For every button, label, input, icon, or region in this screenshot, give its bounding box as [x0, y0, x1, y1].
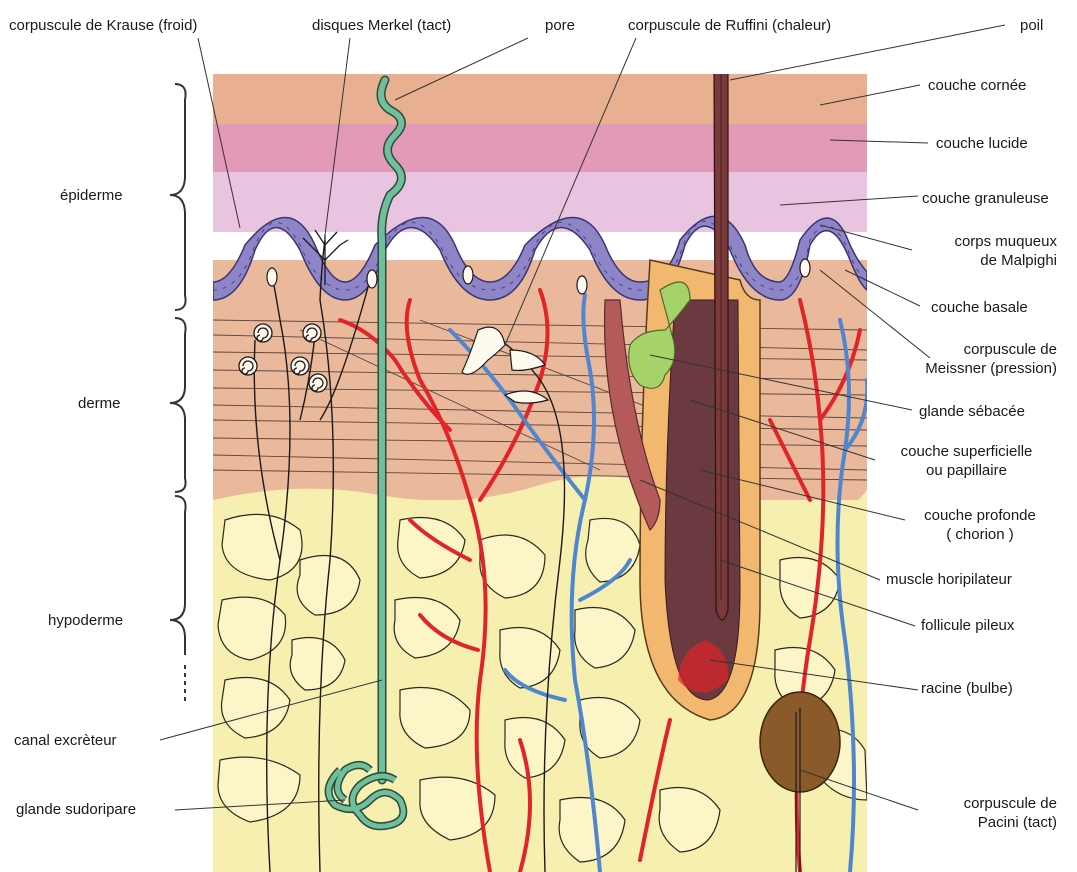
label-couche-basale: couche basale: [931, 298, 1028, 317]
label-canal-excreteur: canal excrèteur: [14, 731, 117, 750]
label-couche-profonde: couche profonde ( chorion ): [903, 506, 1057, 544]
stratum-corneum: [213, 74, 867, 124]
label-racine: racine (bulbe): [921, 679, 1013, 698]
label-merkel: disques Merkel (tact): [312, 16, 451, 35]
label-pore: pore: [545, 16, 575, 35]
label-couche-superficielle-line1: couche superficielle: [876, 442, 1057, 461]
label-couche-superficielle-line2: ou papillaire: [876, 461, 1057, 480]
label-glande-sudoripare: glande sudoripare: [16, 800, 136, 819]
label-pacini-line2: Pacini (tact): [900, 813, 1057, 832]
label-meissner-line1: corpuscule de: [880, 340, 1057, 359]
label-krause: corpuscule de Krause (froid): [9, 16, 197, 35]
label-epiderme: épiderme: [60, 186, 123, 205]
label-couche-profonde-line2: ( chorion ): [903, 525, 1057, 544]
label-corps-muqueux-line1: corps muqueux: [900, 232, 1057, 251]
label-ruffini: corpuscule de Ruffini (chaleur): [628, 16, 831, 35]
layer-brackets: [170, 84, 186, 705]
label-couche-granuleuse: couche granuleuse: [922, 189, 1049, 208]
label-couche-lucide: couche lucide: [936, 134, 1028, 153]
label-glande-sebacee: glande sébacée: [919, 402, 1025, 421]
label-follicule: follicule pileux: [921, 616, 1014, 635]
label-meissner: corpuscule de Meissner (pression): [880, 340, 1057, 378]
label-couche-profonde-line1: couche profonde: [903, 506, 1057, 525]
label-muscle: muscle horipilateur: [886, 570, 1012, 589]
label-meissner-line2: Meissner (pression): [880, 359, 1057, 378]
label-derme: derme: [78, 394, 121, 413]
label-pacini-line1: corpuscule de: [900, 794, 1057, 813]
label-couche-superficielle: couche superficielle ou papillaire: [876, 442, 1057, 480]
label-couche-cornee: couche cornée: [928, 76, 1026, 95]
label-poil: poil: [1020, 16, 1043, 35]
label-pacini: corpuscule de Pacini (tact): [900, 794, 1057, 832]
label-corps-muqueux: corps muqueux de Malpighi: [900, 232, 1057, 270]
label-hypoderme: hypoderme: [48, 611, 123, 630]
stratum-granulosum: [213, 172, 867, 232]
label-corps-muqueux-line2: de Malpighi: [900, 251, 1057, 270]
stratum-lucidum: [213, 124, 867, 172]
